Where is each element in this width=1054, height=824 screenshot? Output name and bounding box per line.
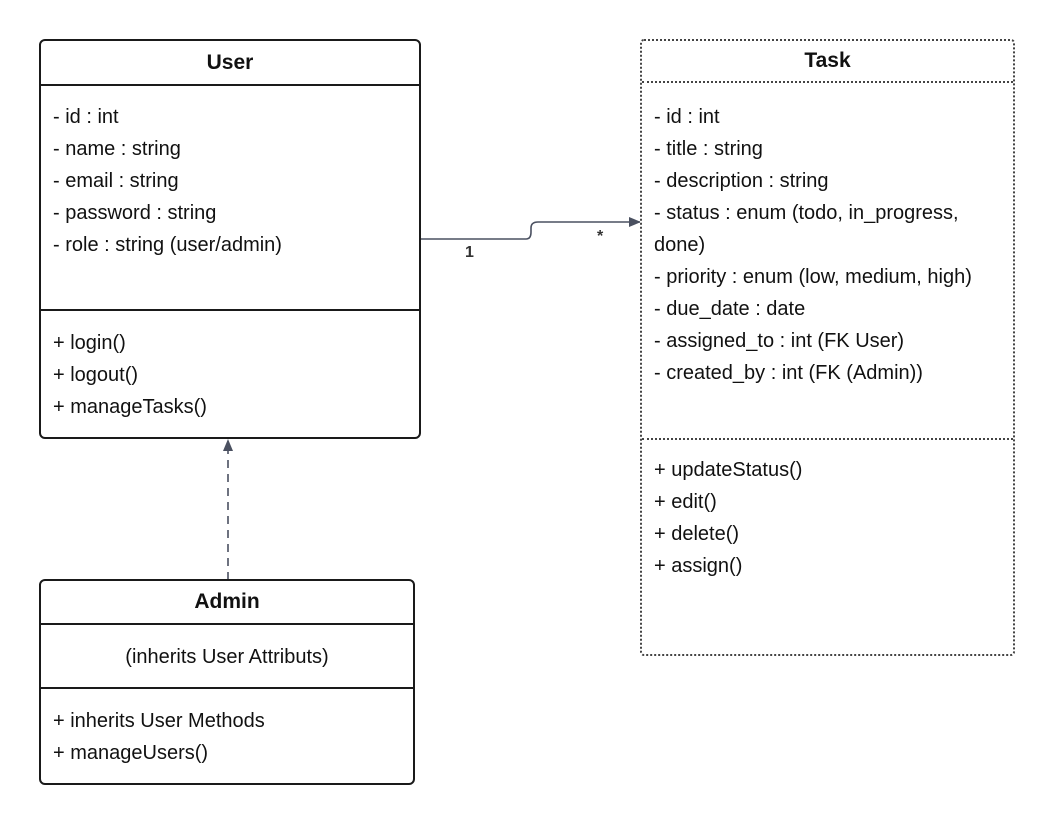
association-user-task-line <box>420 217 641 240</box>
admin-method: + inherits User Methods <box>53 710 265 732</box>
user-method: + logout() <box>53 364 139 386</box>
user-attribute: - role : string (user/admin) <box>53 234 282 256</box>
task-attribute: - priority : enum (low, medium, high) <box>654 266 972 288</box>
admin-method: + manageUsers() <box>53 742 209 764</box>
target-multiplicity-label: * <box>597 228 604 245</box>
user-method: + manageTasks() <box>53 396 207 418</box>
user-attribute: - email : string <box>53 170 179 192</box>
task-attribute: - due_date : date <box>654 298 806 320</box>
task-method: + updateStatus() <box>654 459 803 481</box>
task-attribute: - id : int <box>654 106 720 128</box>
user-class-box[interactable]: User - id : int - name : string - email … <box>39 39 421 439</box>
task-attribute: - status : enum (todo, in_progress, done… <box>654 202 959 256</box>
task-attributes-section: - id : int - title : string - descriptio… <box>642 83 1013 440</box>
task-method: + delete() <box>654 523 740 545</box>
user-attribute: - name : string <box>53 138 181 160</box>
task-class-box[interactable]: Task - id : int - title : string - descr… <box>640 39 1015 656</box>
user-method: + login() <box>53 332 126 354</box>
source-multiplicity-label: 1 <box>465 244 474 261</box>
task-method: + edit() <box>654 491 717 513</box>
user-attributes-section: - id : int - name : string - email : str… <box>41 86 419 311</box>
task-attribute: - assigned_to : int (FK User) <box>654 330 905 352</box>
user-attribute: - password : string <box>53 202 217 224</box>
admin-attributes-note: (inherits User Attributs) <box>41 625 413 689</box>
task-attribute: - description : string <box>654 170 829 192</box>
task-attribute: - title : string <box>654 138 763 160</box>
admin-class-name: Admin <box>41 581 413 625</box>
task-method: + assign() <box>654 555 743 577</box>
admin-methods-section: + inherits User Methods + manageUsers() <box>41 689 413 769</box>
user-methods-section: + login() + logout() + manageTasks() <box>41 311 419 423</box>
user-class-name: User <box>41 41 419 86</box>
task-attribute: - created_by : int (FK (Admin)) <box>654 362 923 384</box>
user-attribute: - id : int <box>53 106 119 128</box>
task-methods-section: + updateStatus() + edit() + delete() + a… <box>642 440 1013 582</box>
admin-class-box[interactable]: Admin (inherits User Attributs) + inheri… <box>39 579 415 785</box>
task-class-name: Task <box>642 41 1013 83</box>
